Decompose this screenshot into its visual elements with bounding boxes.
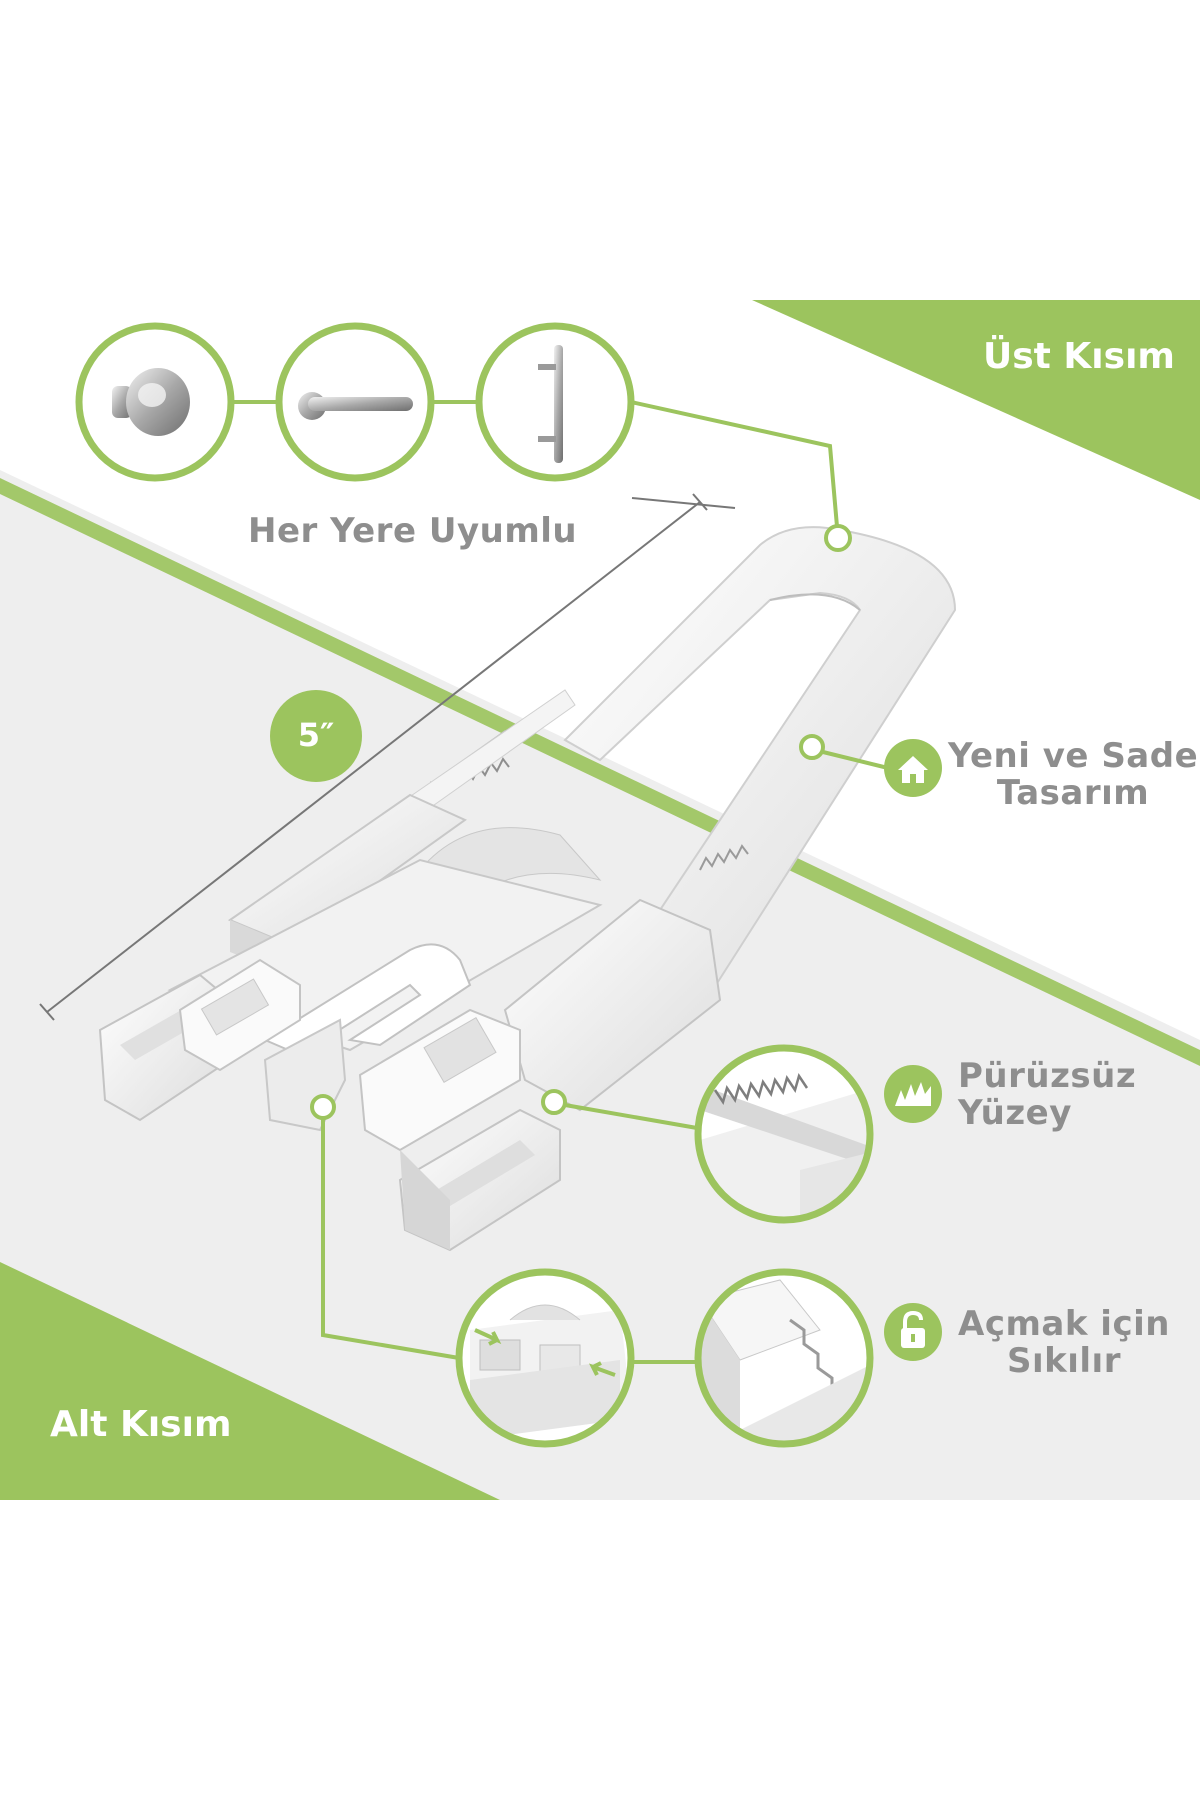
feature-surface-line1: Pürüzsüz [958,1056,1137,1096]
bottom-banner-label: Alt Kısım [50,1404,232,1445]
design-connector [822,750,889,770]
bottom-mechanism-zoom [455,1268,635,1448]
compat-label: Her Yere Uyumlu [248,511,578,551]
padlock-icon [884,1303,942,1361]
knob-icon [75,322,235,482]
feature-design: Yeni ve Sade Tasarım [948,736,1199,814]
feature-unlock: Açmak için Sıkılır [958,1304,1170,1382]
bottom-green-banner [0,1262,500,1500]
feature-surface-line2: Yüzey [958,1093,1072,1134]
top-green-banner [752,300,1200,500]
feature-unlock-line2: Sıkılır [1006,1341,1121,1382]
feature-design-line2: Tasarım [996,773,1150,814]
feature-design-line1: Yeni ve Sade [948,736,1199,776]
product-callout-points [310,524,852,1120]
bar-pull-icon [475,322,635,482]
unlock-detail-zoom [694,1268,874,1448]
lever-handle-icon [275,322,435,482]
feature-unlock-line1: Açmak için [958,1304,1170,1344]
home-icon [884,739,942,797]
dimension-badge [270,690,362,782]
cabinet-lock-product [98,526,957,1252]
top-banner-label: Üst Kısım [983,336,1175,377]
compat-to-top-connector [630,400,840,539]
dimension-label: 5″ [297,716,335,754]
serrated-teeth-icon [884,1065,942,1123]
green-diagonal-stripe [0,478,1200,1066]
bottom-connector [321,1118,460,1360]
surface-connector [564,1103,698,1130]
dimension-line [39,493,736,1021]
feature-surface: Pürüzsüz Yüzey [958,1056,1137,1134]
